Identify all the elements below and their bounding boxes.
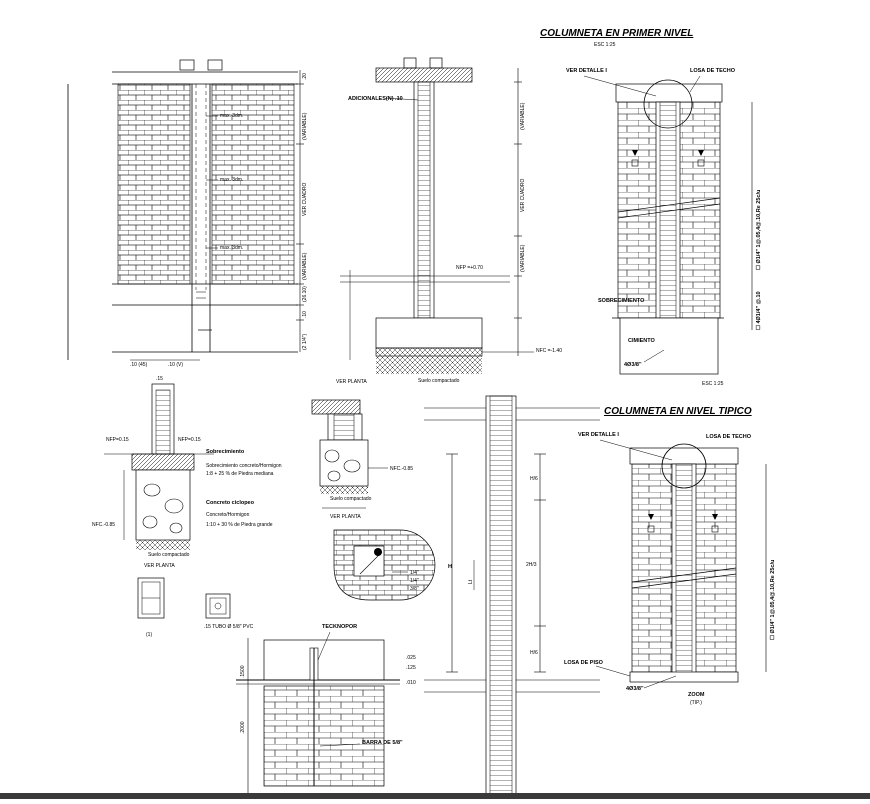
wall-section: ADICIONALES(N) .10 NFP =+0.70 NFC =-1.40… xyxy=(340,57,562,384)
dim-var-top: (VARIABLE) xyxy=(302,112,308,140)
sobrecimiento-label: Sobrecimiento xyxy=(206,449,245,455)
foot-dim-b: .10 (V) xyxy=(168,362,183,368)
footing-section-left: NFP=0.15 NFP=0.15 NFC.-0.85 Suelo compac… xyxy=(92,376,282,638)
corner-detail: 1/4" 1/4" 3/8" xyxy=(333,529,436,601)
dim-var: (VARIABLE) xyxy=(302,252,308,280)
concreto-label: Concreto ciclopeo xyxy=(206,500,255,506)
primer-ver-detalle: VER DETALLE I xyxy=(566,68,607,74)
footing-suelo-2: Suelo compactado xyxy=(330,496,372,502)
sobre-desc-1: Sobrecimiento concreto/Hormigon xyxy=(206,463,282,469)
column-height-detail: H Lt H/6 2H/3 H/6 xyxy=(424,395,600,795)
tipico-rebar: 4Ø3/8" xyxy=(626,686,644,692)
nfp-label: NFP =+0.70 xyxy=(456,265,483,271)
concreto-desc-1: Concreto/Hormigon xyxy=(206,512,250,518)
col-lt-label: Lt xyxy=(468,579,474,584)
footing-nfc-1: NFC.-0.85 xyxy=(92,522,115,528)
wall-elevation: max. 3dm. max. 3dm. max. 3dm. .20 (VARIA… xyxy=(67,59,308,368)
pvc-plan-detail: .15 TUBO Ø 5/8" PVC xyxy=(204,593,254,630)
tecnopor-d2: .125 xyxy=(406,665,416,671)
footing-small-dim: .15 xyxy=(156,376,163,382)
concreto-desc-2: 1:10 + 30 % de Piedra grande xyxy=(206,522,273,528)
dim-12: (2 1/4") xyxy=(302,333,308,350)
footing-nfc-2: NFC.-0.85 xyxy=(390,466,413,472)
nivel-tipico-detail: COLUMNETA EN NIVEL TIPICO VER DETALLE I … xyxy=(564,406,776,706)
corner-lbl-3: 3/8" xyxy=(410,586,419,592)
ver-planta-1: VER PLANTA xyxy=(144,563,175,569)
dim-010: .10 xyxy=(302,311,308,318)
max-label-2: max. 3dm. xyxy=(220,177,243,183)
nfc-label: NFC =-1.40 xyxy=(536,348,562,354)
tecnopor-v1: .1500 xyxy=(240,665,246,678)
foot-dim-a: .10 (45) xyxy=(130,362,148,368)
sec-dim-c: (VARIABLE) xyxy=(520,244,526,272)
tipico-vert-label: ☐ Ø1/4" 1@.05,4@.10,Re 25c/u xyxy=(769,560,776,640)
primer-rebar: 4Ø3/8" xyxy=(624,362,642,368)
bottom-bar xyxy=(0,793,870,799)
max-spacing-note-1: max. 3dm. xyxy=(206,113,243,119)
max-spacing-note-3: max. 3dm. xyxy=(206,245,243,251)
footing-section-right: VER PLANTA NFC.-0.85 Suelo compactado VE… xyxy=(311,379,413,520)
tecnopor-d1: .025 xyxy=(406,655,416,661)
dim-top: .20 xyxy=(302,73,308,80)
barra-label: BARRA DE 5/8" xyxy=(362,740,403,746)
corner-lbl-1: 1/4" xyxy=(410,570,419,576)
max-label-3: max. 3dm. xyxy=(220,245,243,251)
suelo-label: Suelo compactado xyxy=(418,378,460,384)
tipico-ver-detalle: VER DETALLE I xyxy=(578,432,619,438)
pvc-tubo-label: .15 TUBO Ø 5/8" PVC xyxy=(204,624,254,630)
primer-scale: ESC 1:25 xyxy=(702,381,724,387)
sec-dim-a: (VARIABLE) xyxy=(520,102,526,130)
tipico-zoom-tip: (TIP.) xyxy=(690,700,702,706)
dim-slab: (26.10) xyxy=(302,286,308,302)
tipico-zoom: ZOOM xyxy=(688,692,705,698)
ver-planta-2: VER PLANTA xyxy=(336,379,367,385)
tipico-losa-piso: LOSA DE PISO xyxy=(564,660,604,666)
title-primer-nivel: COLUMNETA EN PRIMER NIVEL xyxy=(540,28,693,39)
tecnopor-v2: .2000 xyxy=(240,721,246,734)
max-spacing-note-2: max. 3dm. xyxy=(206,177,243,183)
plan-secc: (1) xyxy=(146,632,152,638)
col-h6a-label: H/6 xyxy=(530,476,538,482)
tecnopor-label: TECKNOPOR xyxy=(322,624,357,630)
sobre-desc-2: 1:8 + 25 % de Piedra mediana xyxy=(206,471,274,477)
footing-suelo-1: Suelo compactado xyxy=(148,552,190,558)
col-h-label: H xyxy=(448,564,452,570)
primer-losa-techo: LOSA DE TECHO xyxy=(690,68,736,74)
adicional-label: ADICIONALES(N) .10 xyxy=(348,96,403,102)
ver-planta-3: VER PLANTA xyxy=(330,514,361,520)
primer-sobrecimiento: SOBRECIMIENTO xyxy=(598,298,645,304)
max-label-1: max. 3dm. xyxy=(220,113,243,119)
scale-primer-nivel: ESC 1:25 xyxy=(594,42,616,48)
footing-nfp-2: NFP=0.15 xyxy=(178,437,201,443)
tecnopor-detail: TECKNOPOR BARRA DE 5/8" .025 .125 .010 .… xyxy=(236,624,416,794)
dim-wall: VER CUADRO xyxy=(302,183,308,216)
primer-vert-label2: ☐ 4Ø1/4" @.10 xyxy=(755,291,762,330)
title-nivel-tipico: COLUMNETA EN NIVEL TIPICO xyxy=(604,406,752,417)
primer-cimiento: CIMIENTO xyxy=(628,338,656,344)
sec-dim-b: VER CUADRO xyxy=(520,179,526,212)
primer-nivel-detail: COLUMNETA EN PRIMER NIVEL ESC 1:25 VER D… xyxy=(540,28,762,387)
col-h6b-label: H/6 xyxy=(530,650,538,656)
tecnopor-d3: .010 xyxy=(406,680,416,686)
col-h23-label: 2H/3 xyxy=(526,562,537,568)
corner-lbl-2: 1/4" xyxy=(410,578,419,584)
primer-vert-label: ☐ Ø1/4" 1@.05,4@.10,Re 25c/u xyxy=(755,190,762,270)
footing-nfp-1: NFP=0.15 xyxy=(106,437,129,443)
tipico-losa-techo: LOSA DE TECHO xyxy=(706,434,752,440)
